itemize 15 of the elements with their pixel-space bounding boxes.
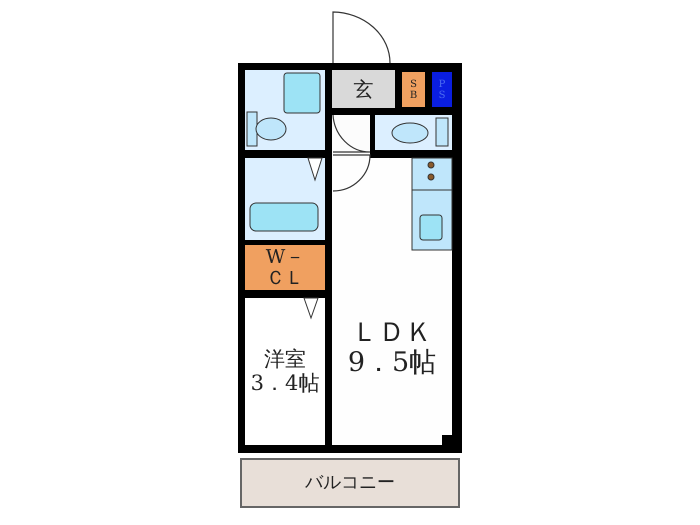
room-label: 洋室 [264,348,306,372]
storage-box [402,72,425,107]
western-room [245,298,325,445]
room-label: 玄 [354,78,374,100]
room-label: 3．4帖 [250,372,320,395]
room-label: W－ＣＬ [264,246,306,288]
closet [245,245,325,290]
balcony [240,458,460,508]
pipe-shaft [432,72,452,107]
room-label: SB [410,78,418,100]
room-label: ＬＤＫ [352,318,432,348]
room-label: バルコニー [305,473,395,493]
entrance-area [332,70,395,108]
room-label: PS [438,78,446,100]
room-label: 9．5帖 [348,348,436,378]
